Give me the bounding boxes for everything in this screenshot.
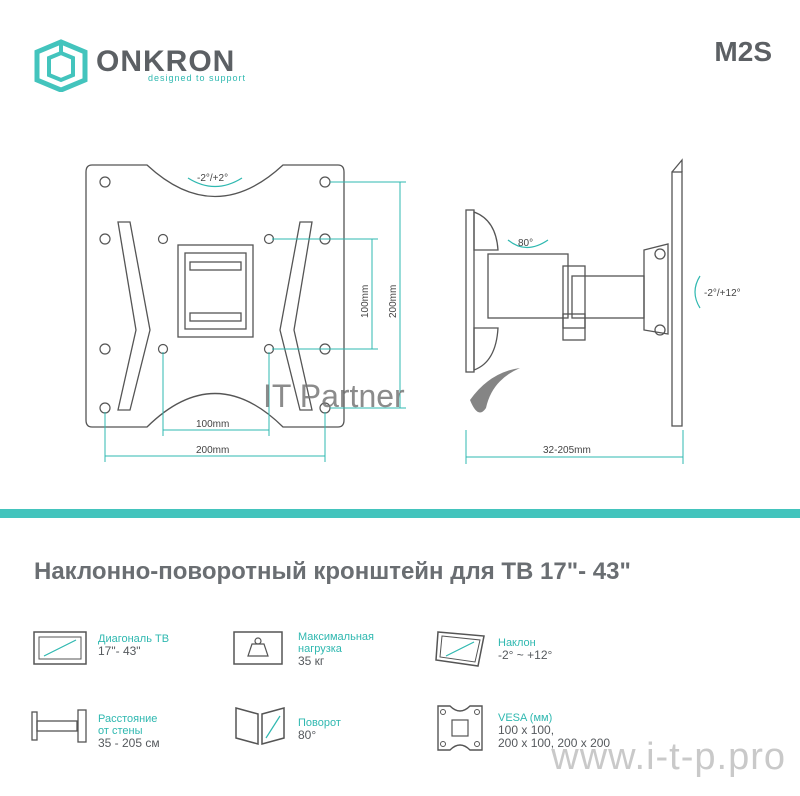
spec-label: VESA (мм) [498,712,553,724]
outer-horizontal-dim: 200mm [196,445,229,456]
wall-distance-icon [31,709,87,743]
swivel-arrow [507,239,549,249]
spec-label: нагрузка [298,643,342,655]
spec-label: Наклон [498,637,536,649]
spec-tv-diagonal: Диагональ ТВ 17"- 43" [98,633,169,658]
product-title: Наклонно-поворотный кронштейн для ТВ 17"… [34,558,631,585]
accent-divider [0,509,800,518]
spec-label: Максимальная [298,631,374,643]
spec-value: 35 кг [298,654,325,668]
spec-value: 80° [298,728,317,742]
brand-tagline: designed to support [148,73,247,83]
spec-value: 100 x 100, [498,723,555,737]
front-tilt-label: -2°/+2° [197,173,228,184]
spec-label: Поворот [298,717,341,729]
side-tilt-label: -2°/+12° [704,288,741,299]
spec-label: Диагональ ТВ [98,633,170,645]
spec-value: 200 x 100, 200 x 200 [498,736,611,750]
technical-drawing: -2°/+2° 100mm 200mm 100mm 200mm [85,158,741,464]
swivel-icon [235,707,285,745]
inner-horizontal-dim: 100mm [196,419,229,430]
tv-diagonal-icon [33,631,87,665]
side-bracket [465,158,683,427]
max-load-icon [233,631,283,665]
watermark-url: www.i-t-p.pro [551,736,786,778]
inner-vertical-dim: 100mm [360,285,371,318]
front-plate [85,164,345,428]
side-tilt-arrow [694,275,701,309]
vesa-icon [437,705,483,751]
spec-label: от стены [98,725,143,737]
outer-vertical-dim: 200mm [388,285,399,318]
watermark-text: IT Partner [263,378,405,414]
spec-value: 17"- 43" [98,644,141,658]
spec-value: 35 - 205 см [98,736,160,750]
front-tilt-arrow [187,177,243,188]
spec-wall-distance: Расстояние от стены 35 - 205 см [98,713,160,750]
vesa-holes [99,176,331,414]
brand-name: ONKRON [96,45,236,78]
spec-label: Расстояние [98,713,158,725]
model-code: M2S [714,36,772,67]
tilt-icon [435,631,485,667]
depth-dim: 32-205mm [543,445,591,456]
onkron-logo-icon [34,39,88,92]
watermark-swoosh-icon [470,368,520,413]
spec-max-load: Максимальная нагрузка 35 кг [298,631,374,668]
spec-tilt: Наклон -2° ~ +12° [498,637,552,662]
spec-value: -2° ~ +12° [498,648,553,662]
spec-swivel: Поворот 80° [298,717,341,742]
spec-vesa: VESA (мм) 100 x 100, 200 x 100, 200 x 20… [498,712,610,750]
swivel-label: 80° [518,238,533,249]
